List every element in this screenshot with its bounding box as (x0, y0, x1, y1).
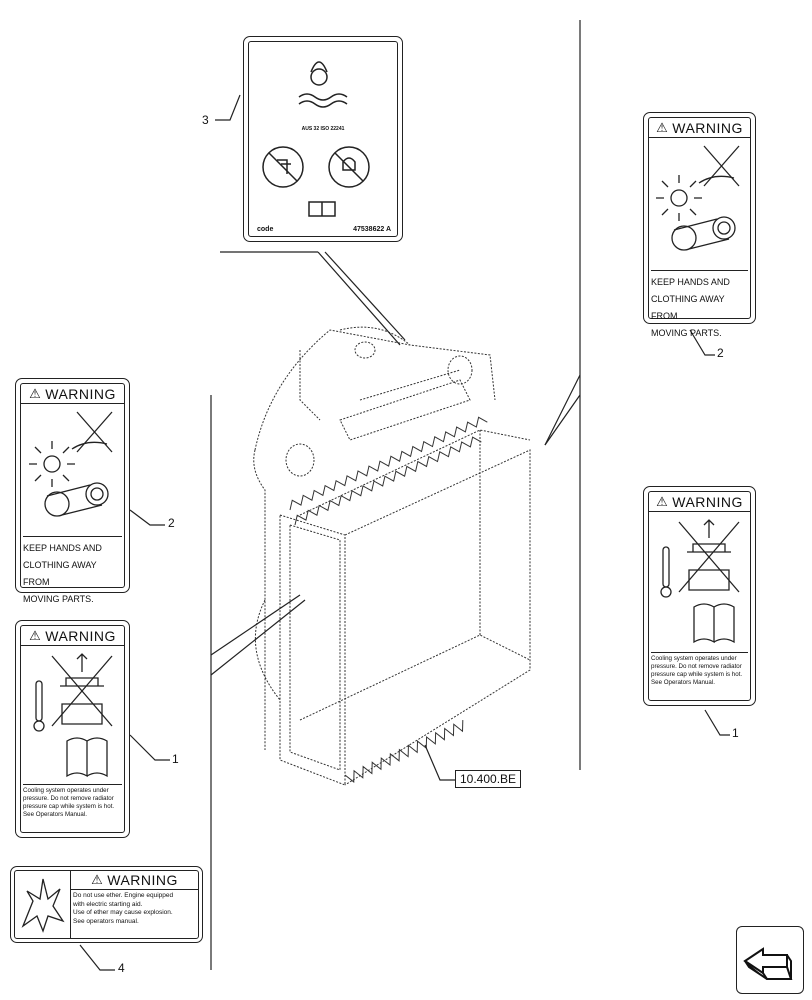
moving-parts-text: KEEP HANDS AND CLOTHING AWAY FROM MOVING… (651, 270, 748, 342)
ether-text: Do not use ether. Engine equipped with e… (73, 892, 174, 925)
moving-parts-warning-label-left: ⚠WARNING KEEP HANDS AND CLOTHING AWAY FR… (15, 378, 130, 604)
explosion-icon (21, 878, 65, 933)
warning-triangle-icon: ⚠ (656, 119, 669, 135)
reference-box[interactable]: 10.400.BE (455, 770, 522, 788)
callout-1-left: 1 (172, 752, 179, 766)
coolant-specification-label: AUS 32 ISO 22241 code 47538622 A (243, 36, 403, 242)
ether-warning-label: ⚠WARNING Do not use ether. Engine equipp… (10, 866, 203, 943)
fan-hand-icon (656, 145, 740, 251)
cooling-system-text: Cooling system operates under pressure. … (23, 784, 122, 819)
warning-triangle-icon: ⚠ (29, 385, 42, 401)
cooling-system-text: Cooling system operates under pressure. … (651, 652, 748, 687)
warning-header: ⚠WARNING (649, 118, 750, 138)
warning-header: ⚠WARNING (649, 492, 750, 512)
code-word: code (257, 226, 274, 233)
callout-1-right: 1 (732, 726, 739, 740)
callout-2-right: 2 (717, 346, 724, 360)
cooling-system-warning-label-right: ⚠WARNING Cooling system operates under p… (643, 486, 756, 706)
callout-4: 4 (118, 961, 125, 975)
coolant-pictograms (262, 61, 370, 217)
callout-2-left: 2 (168, 516, 175, 530)
warning-triangle-icon: ⚠ (91, 872, 104, 887)
warning-triangle-icon: ⚠ (656, 493, 669, 509)
moving-parts-warning-label-right: ⚠WARNING KEEP HANDS AND CLOTHING AWAY FR… (643, 112, 756, 338)
warning-header: ⚠WARNING (71, 871, 198, 890)
warning-header: ⚠WARNING (21, 384, 124, 404)
coolant-spec-text: AUS 32 ISO 22241 (301, 126, 345, 132)
radiator-cap-pictogram (33, 653, 113, 778)
fan-hand-icon (29, 411, 113, 517)
radiator-cap-pictogram (660, 519, 740, 644)
part-number: 47538622 A (353, 226, 391, 233)
moving-parts-text: KEEP HANDS AND CLOTHING AWAY FROM MOVING… (23, 536, 122, 608)
navigation-arrow-icon[interactable] (736, 926, 804, 994)
cooling-system-warning-label-left: ⚠WARNING Cooling system operates under p… (15, 620, 130, 838)
warning-triangle-icon: ⚠ (29, 627, 42, 643)
warning-header: ⚠WARNING (21, 626, 124, 646)
callout-3: 3 (202, 113, 209, 127)
